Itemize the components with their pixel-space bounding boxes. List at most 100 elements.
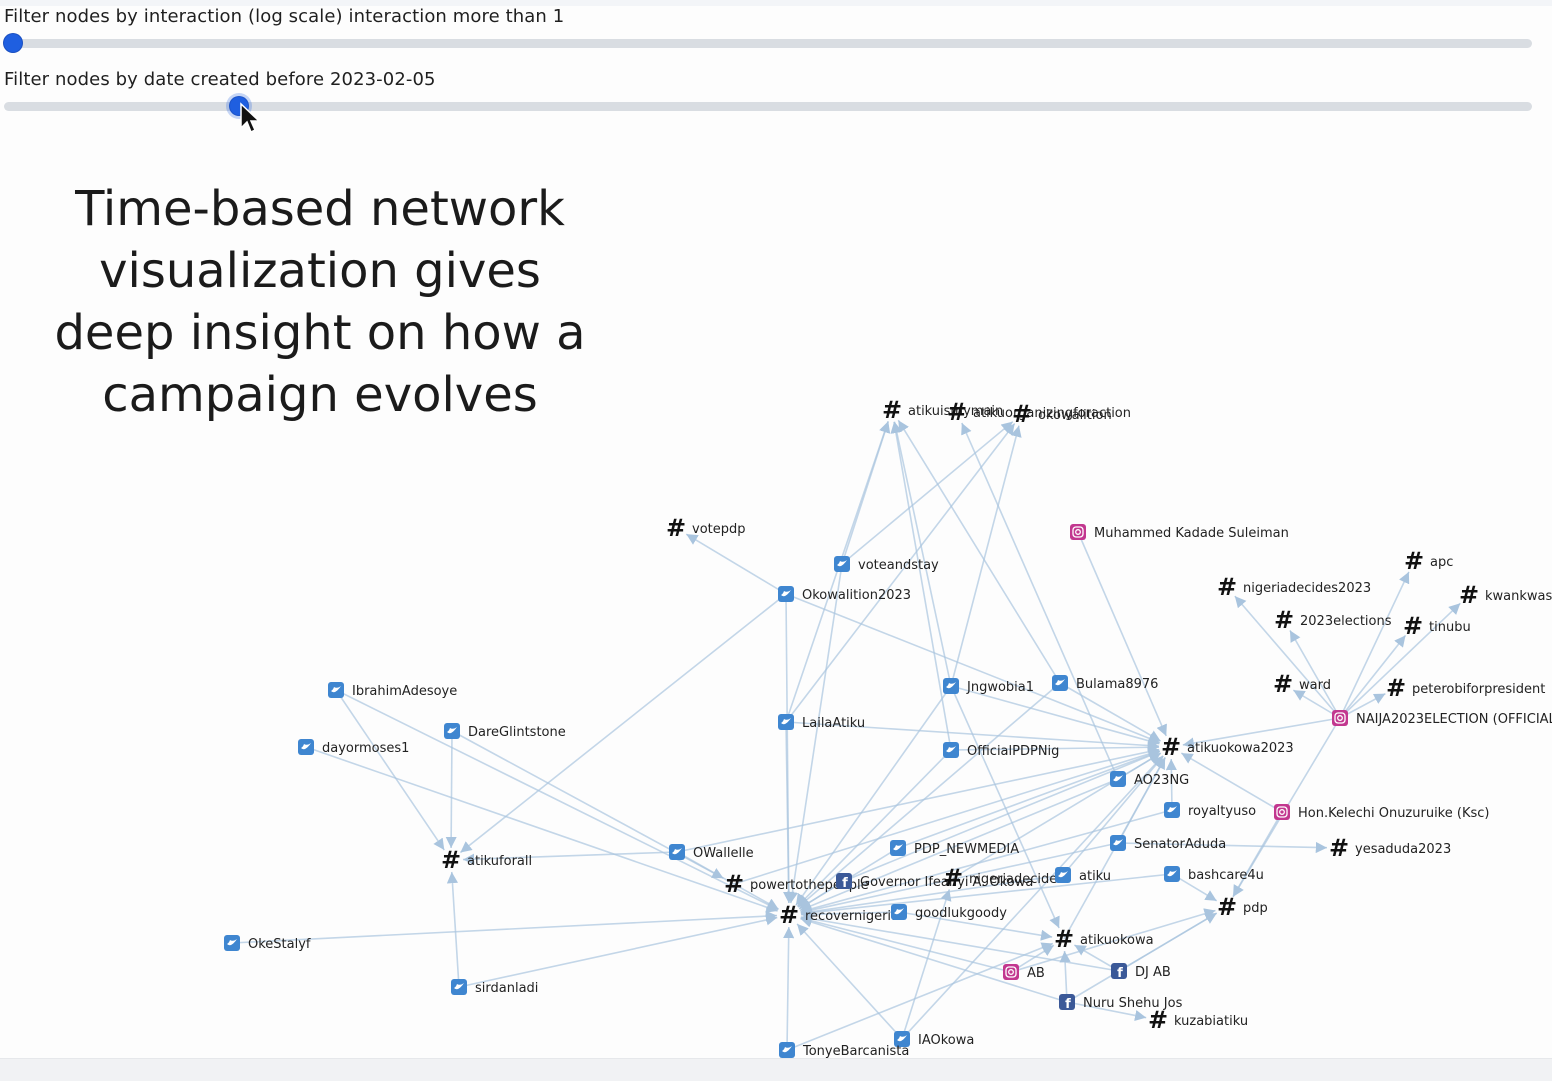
graph-node-atikuismymain[interactable]: #atikuismymain [882, 396, 1003, 424]
graph-node-peterobiforpresident[interactable]: #peterobiforpresident [1386, 674, 1545, 702]
graph-node-nigeriadecides2023[interactable]: #nigeriadecides2023 [1217, 573, 1371, 601]
graph-node-votepdp[interactable]: #votepdp [666, 514, 746, 542]
graph-node-atikuokowa2023[interactable]: #atikuokowa2023 [1161, 733, 1294, 761]
graph-node-officialpdpnig[interactable]: OfficialPDPNig [943, 742, 1059, 759]
edge-sirdanladi-to-atikuforall [446, 871, 460, 988]
graph-node-bulama8976[interactable]: Bulama8976 [1052, 675, 1158, 692]
graph-node-kwankwaso[interactable]: #kwankwaso [1459, 581, 1552, 609]
svg-text:#: # [1404, 547, 1424, 575]
graph-node-okowalition[interactable]: #okowalition [1012, 400, 1112, 428]
hashtag-icon: # [724, 870, 744, 898]
graph-node-ao23ng[interactable]: AO23NG [1110, 771, 1189, 788]
graph-node-atikuorganizingforaction[interactable]: #atikuorganizingforaction [947, 398, 1131, 426]
node-label: OWallelle [693, 846, 754, 861]
graph-node-pdp_newmedia[interactable]: PDP_NEWMEDIA [890, 840, 1019, 857]
graph-node-naija2023election[interactable]: NAIJA2023ELECTION (OFFICIAL) [1332, 710, 1552, 727]
hashtag-icon: # [1459, 581, 1479, 609]
node-label: pdp [1243, 901, 1268, 916]
date-slider-track[interactable] [4, 102, 1532, 111]
edge-naija2023election-to-nigeriadecides2023 [1234, 595, 1341, 719]
graph-node-pdp[interactable]: #pdp [1217, 893, 1268, 921]
graph-node-voteandstay[interactable]: voteandstay [834, 556, 939, 573]
graph-node-atiku[interactable]: atiku [1055, 867, 1111, 884]
twitter-icon [779, 1042, 795, 1058]
edge-ab-to-pdp [1010, 908, 1216, 973]
edge-ao23ng-to-atikuorganizingforaction [961, 422, 1119, 780]
graph-node-iaokowa[interactable]: IAOkowa [894, 1031, 974, 1048]
node-label: atikuismymain [908, 404, 1003, 419]
node-label: goodlukgoody [915, 906, 1007, 921]
node-label: bashcare4u [1188, 868, 1264, 883]
graph-node-recovernigeria[interactable]: #recovernigeria [779, 901, 899, 929]
interaction-slider-track[interactable] [4, 39, 1532, 48]
edge-royaltyuso-to-atikuokowa2023 [1165, 758, 1177, 811]
node-label: AB [1027, 966, 1045, 981]
graph-node-apc[interactable]: #apc [1404, 547, 1453, 575]
graph-node-atikuforall[interactable]: #atikuforall [441, 846, 532, 874]
graph-node-goodlukgoody[interactable]: goodlukgoody [891, 904, 1007, 921]
graph-node-tinubu[interactable]: #tinubu [1403, 612, 1471, 640]
edge-naija2023election-to-kwankwaso [1339, 602, 1461, 719]
node-label: Hon.Kelechi Onuzuruike (Ksc) [1298, 806, 1489, 821]
graph-node-okowalition2023[interactable]: Okowalition2023 [778, 586, 911, 603]
node-label: DJ AB [1135, 965, 1171, 980]
svg-text:#: # [1329, 834, 1349, 862]
node-label: DareGlintstone [468, 725, 566, 740]
graph-node-nigeriadecides[interactable]: #nigeriadecides [943, 864, 1064, 892]
graph-node-ward[interactable]: #ward [1273, 670, 1331, 698]
edge-ibrahimadesoye-to-recovernigeria [335, 689, 779, 911]
graph-node-yesaduda2023[interactable]: # yesaduda2023 [1329, 834, 1451, 862]
nodes-layer: #atikuismymain#atikuorganizingforaction#… [224, 396, 1552, 1058]
network-graph[interactable]: #atikuismymain#atikuorganizingforaction#… [0, 0, 1552, 1058]
headline-text: Time-based network visualization gives d… [54, 181, 586, 423]
edge-iaokowa-to-atikuokowa2023 [901, 755, 1164, 1040]
svg-text:#: # [779, 901, 799, 929]
graph-node-kuzabiatiku[interactable]: #kuzabiatiku [1148, 1006, 1248, 1034]
edge-jngwobia1-to-atikuokowa2023 [950, 685, 1160, 747]
interaction-slider-thumb[interactable] [4, 34, 22, 52]
graph-node-dareglintstone[interactable]: DareGlintstone [444, 723, 566, 740]
edge-naija2023election-to-tinubu [1339, 634, 1407, 719]
edge-powertothepeople-to-atikuokowa2023 [733, 748, 1160, 885]
graph-node-atikuokowa[interactable]: #atikuokowa [1054, 925, 1154, 953]
instagram-icon [1070, 524, 1086, 540]
node-label: yesaduda2023 [1355, 842, 1451, 857]
edge-jngwobia1-to-recovernigeria [795, 685, 952, 906]
node-label: SenatorAduda [1134, 837, 1226, 852]
instagram-icon [1003, 964, 1019, 980]
graph-node-muhammed[interactable]: Muhammed Kadade Suleiman [1070, 524, 1289, 541]
graph-node-jngwobia1[interactable]: Jngwobia1 [943, 678, 1034, 695]
graph-node-senatoraduda[interactable]: SenatorAduda [1110, 835, 1226, 852]
twitter-icon [943, 678, 959, 694]
twitter-icon [669, 844, 685, 860]
edge-lailaatiku-to-recovernigeria [783, 721, 795, 904]
node-label: votepdp [692, 522, 746, 537]
edge-kelechi-to-pdp [1232, 811, 1283, 898]
node-label: OfficialPDPNig [967, 744, 1059, 759]
twitter-icon [1055, 867, 1071, 883]
graph-node-ibrahimadesoye[interactable]: IbrahimAdesoye [328, 682, 457, 699]
hashtag-icon: # [1217, 573, 1237, 601]
graph-node-kelechi[interactable]: Hon.Kelechi Onuzuruike (Ksc) [1274, 804, 1489, 821]
twitter-icon [451, 979, 467, 995]
graph-node-sirdanladi[interactable]: sirdanladi [451, 979, 538, 996]
graph-node-bashcare4u[interactable]: bashcare4u [1164, 866, 1264, 883]
edge-nurushehu-to-atikuokowa [1059, 950, 1071, 1003]
graph-node-owallelle[interactable]: OWallelle [669, 844, 754, 861]
twitter-icon [778, 714, 794, 730]
graph-node-royaltyuso[interactable]: royaltyuso [1164, 802, 1256, 819]
node-label: Okowalition2023 [802, 588, 911, 603]
edge-nurushehu-to-pdp [1066, 912, 1218, 1003]
graph-node-tonyebarcanista[interactable]: TonyeBarcanista [779, 1042, 909, 1058]
date-filter-label: Filter nodes by date created before 2023… [4, 69, 436, 90]
graph-node-ab[interactable]: AB [1003, 964, 1045, 981]
graph-node-2023elections[interactable]: #2023elections [1274, 606, 1392, 634]
graph-node-dayormoses1[interactable]: dayormoses1 [298, 739, 409, 756]
graph-node-lailaatiku[interactable]: LailaAtiku [778, 714, 865, 731]
svg-text:f: f [1065, 997, 1071, 1012]
graph-node-okestalyf[interactable]: OkeStalyf [224, 935, 311, 952]
edge-bulama8976-to-atikuismymain [897, 419, 1061, 684]
